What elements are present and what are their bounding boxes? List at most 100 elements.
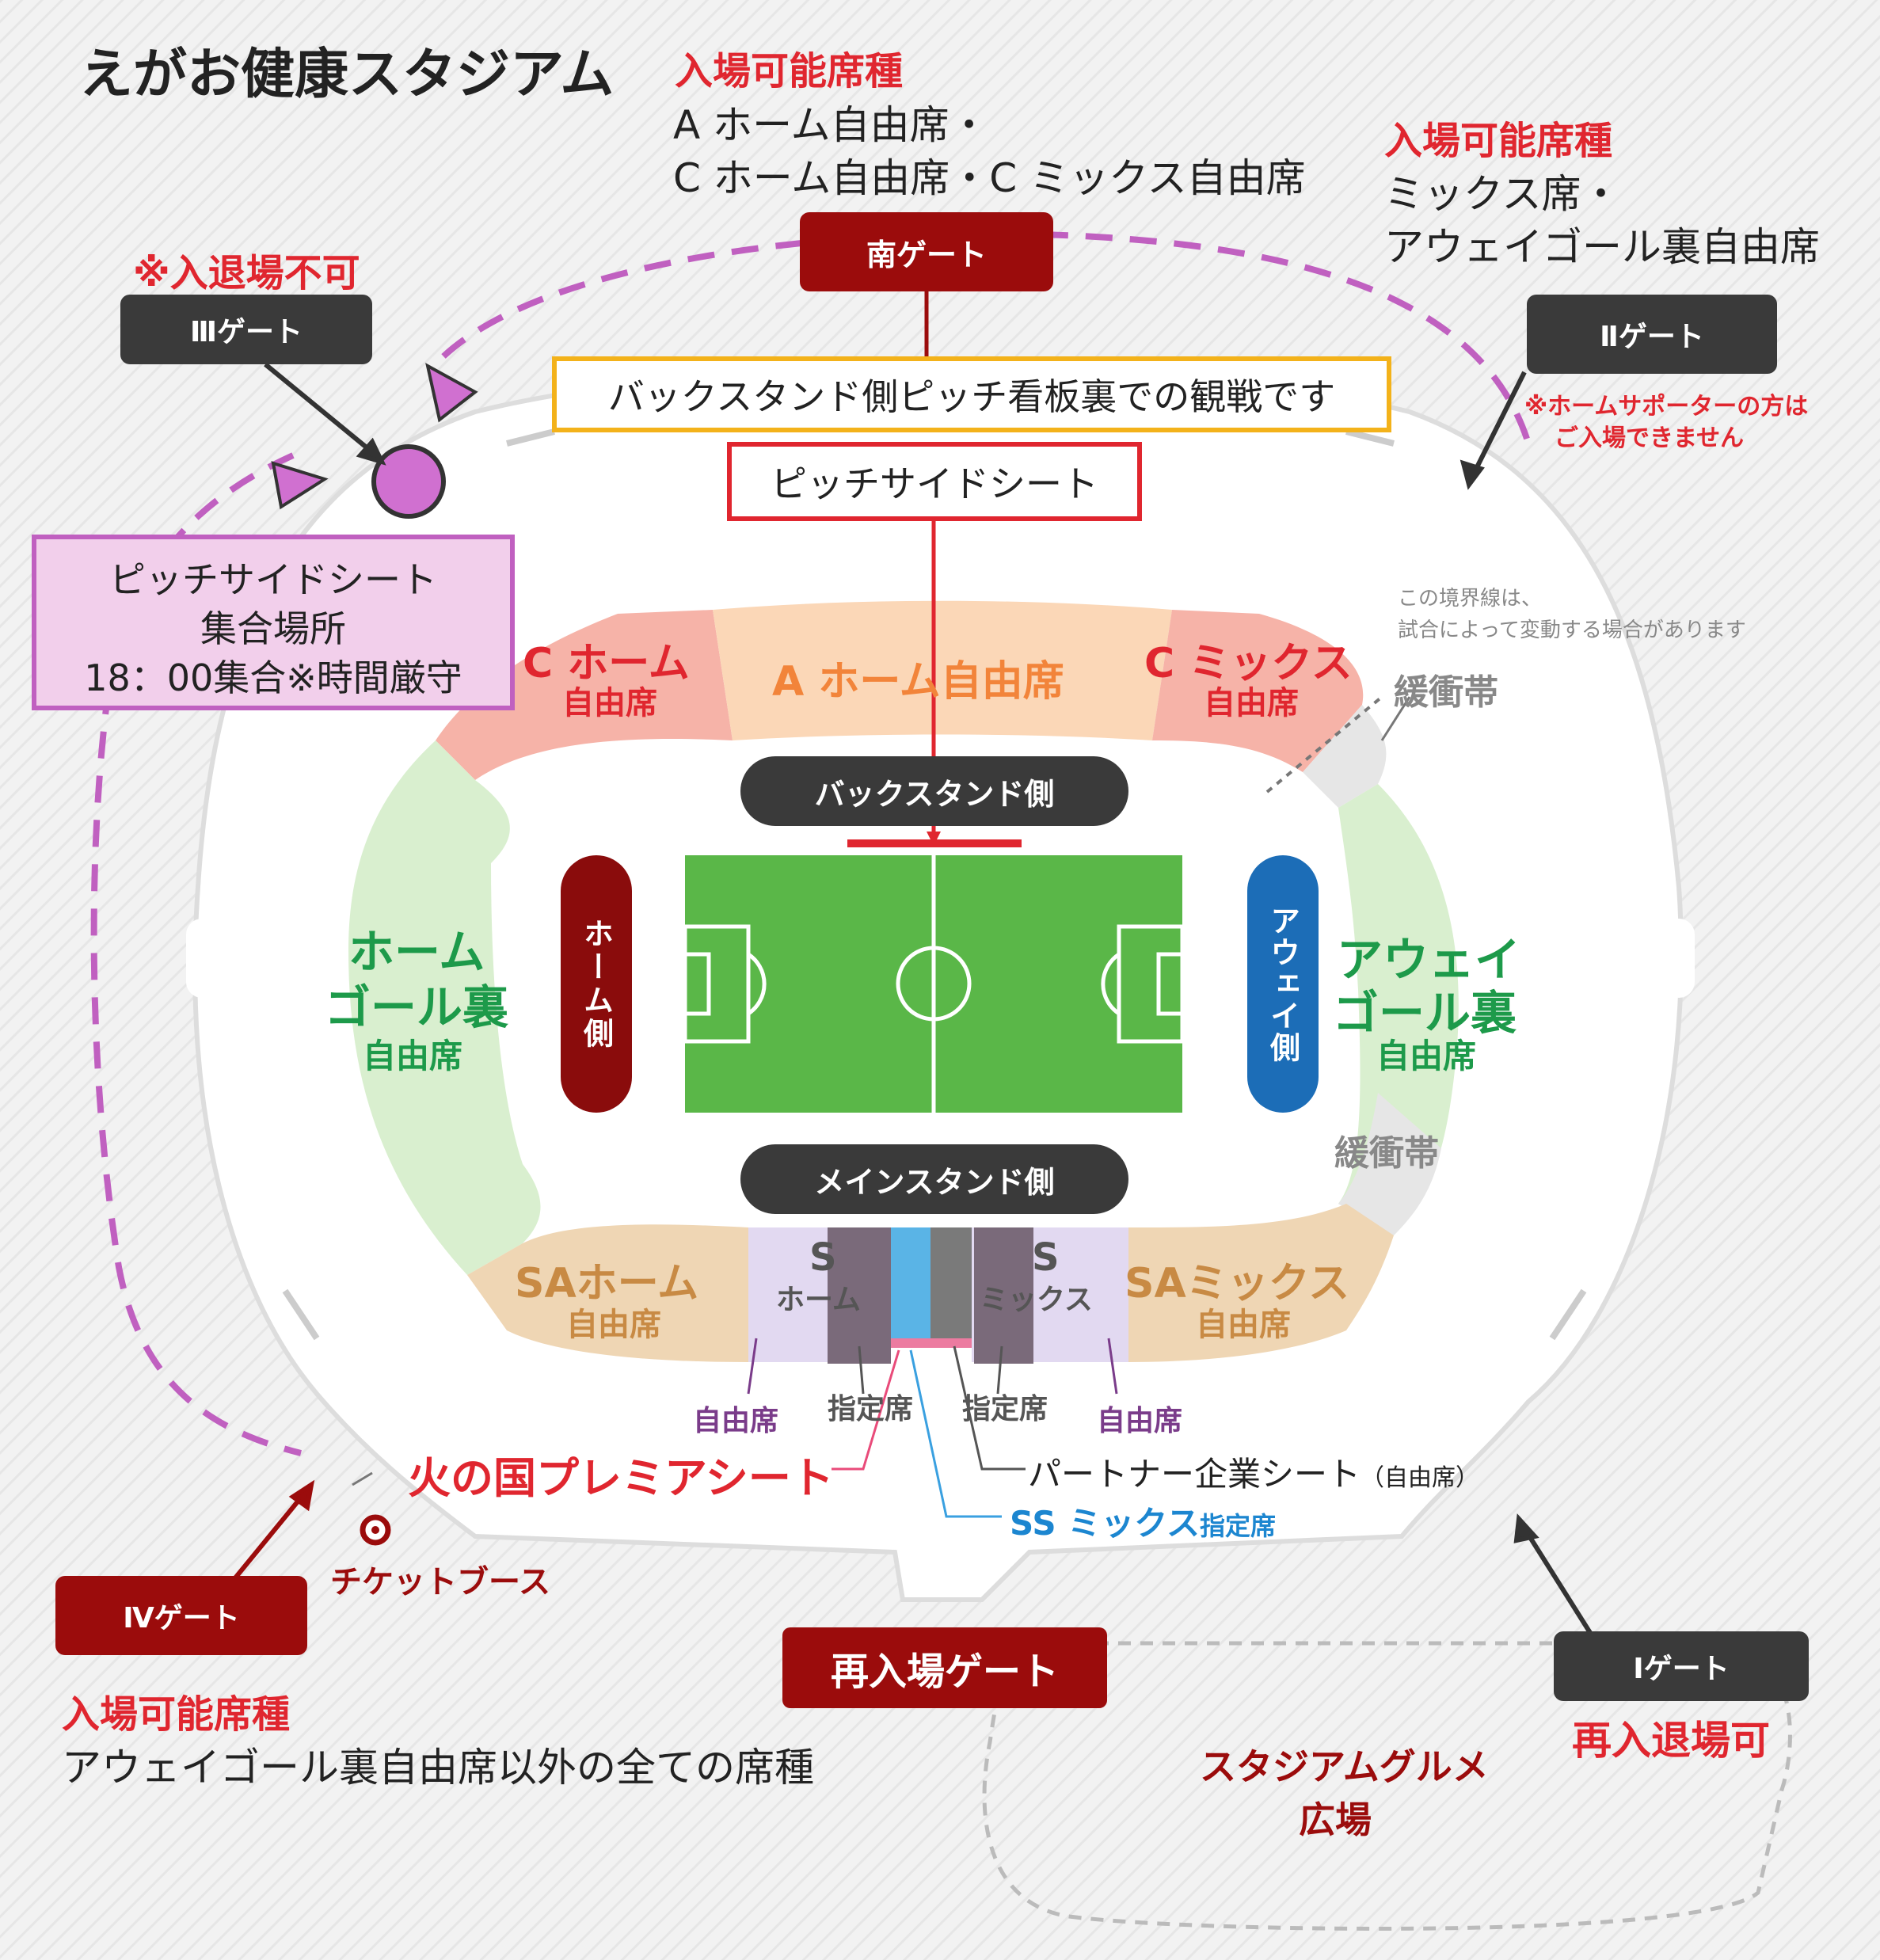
section-sa-home [467,1224,748,1362]
premier-seat [891,1338,972,1348]
gate4-button[interactable]: Ⅳゲート [55,1576,307,1655]
gate2-allowed-1: ミックス席・ [1384,171,1621,217]
home-side-pill: ホーム側 [561,855,632,1113]
gate4-arrow [231,1479,315,1581]
gourmet-label-1: スタジアムグルメ [1200,1745,1489,1788]
s-home-label-1: S [809,1235,837,1280]
s-mix-reserved [974,1227,1033,1364]
away-goal-label-1: アウェイ [1337,933,1521,987]
stadium-bump-right [1663,919,1695,998]
sa-home-label-2: 自由席 [566,1307,661,1343]
c-home-label-2: 自由席 [562,685,657,721]
s-mix-label-2: ミックス [980,1284,1093,1316]
reentry-gate-button[interactable]: 再入場ゲート [782,1627,1107,1708]
meeting-line-2: 集合場所 [200,607,346,650]
c-mix-label-2: 自由席 [1204,685,1299,721]
ss-mix-name: SS ミックス [1010,1504,1200,1543]
gate4-label: Ⅳゲート [123,1602,240,1635]
outline-tick [1549,1288,1587,1341]
meeting-point-box: ピッチサイドシート 集合場所 18：00集合※時間厳守 [32,535,515,710]
pitchside-banner: バックスタンド側ピッチ看板裏での観戦です [552,356,1391,432]
sa-mix-label-1: SAミックス [1125,1260,1350,1307]
south-gate-button[interactable]: 南ゲート [800,212,1053,291]
home-side-label: ホーム側 [578,917,614,1051]
buffer-top [1303,705,1387,808]
s-home-label-2: ホーム [776,1284,861,1316]
gate2-note-1: ※ホームサポーターの方は [1524,393,1809,421]
stadium-bump-left [186,919,218,998]
sa-mix-label-2: 自由席 [1196,1307,1291,1343]
main-stand-pill: メインスタンド側 [740,1144,1128,1214]
partner-seat-note: （自由席） [1361,1464,1480,1492]
partner-seat-name: パートナー企業シート [1028,1455,1361,1494]
c-mix-label-1: C ミックス [1144,640,1353,687]
callout-reserved-right: 指定席 [962,1393,1048,1425]
boundary-note-2: 試合によって変動する場合があります [1398,618,1746,642]
gate1-label: Ⅰゲート [1633,1653,1730,1685]
outline-tick [506,428,555,447]
home-goal-label-1: ホーム [348,925,485,979]
gate4-heading: 入場可能席種 [62,1692,291,1737]
back-stand-pill: バックスタンド側 [740,756,1128,826]
south-gate-heading: 入場可能席種 [675,49,904,93]
s-home-reserved [828,1227,891,1364]
section-home-goal [348,740,541,1275]
buffer-label-bottom: 緩衝帯 [1334,1133,1439,1174]
reentry-gate-label: 再入場ゲート [830,1650,1059,1694]
meeting-line-3: 18：00集合※時間厳守 [84,657,462,699]
route-arrow [425,363,478,423]
a-home-label: A ホーム自由席 [772,658,1064,706]
callout-free-left: 自由席 [693,1405,779,1437]
pitch-lines [683,855,1185,1113]
away-side-pill: アウェイ側 [1247,855,1319,1113]
c-home-label-1: C ホーム [523,640,690,687]
pitchside-connector-head [927,832,941,846]
section-a-home [713,600,1172,740]
away-goal-label-3: 自由席 [1376,1037,1477,1075]
callout-reserved-left: 指定席 [828,1393,914,1425]
gate3-button[interactable]: Ⅲゲート [120,295,372,364]
route-arrow [271,461,329,510]
gate3-note: ※入退場不可 [133,251,360,295]
partner-seat [930,1227,972,1338]
gate-arrows [264,362,1594,1637]
callout-free-right: 自由席 [1097,1405,1183,1437]
section-sa-mix [1128,1204,1394,1362]
outline-tick [282,1288,320,1341]
ss-mix-reserved [891,1227,930,1338]
away-goal-label-2: ゴール裏 [1333,986,1517,1040]
gate3-label: Ⅲゲート [189,316,303,348]
sa-home-label-1: SAホーム [515,1260,699,1307]
premier-seat-label: 火の国プレミアシート [408,1453,834,1503]
gourmet-area [982,1641,1792,1931]
section-c-home [436,610,733,780]
ss-mix-label: SS ミックス指定席 [1010,1497,1276,1545]
gate2-allowed-2: アウェイゴール裏自由席 [1384,224,1820,270]
gate2-button[interactable]: Ⅱゲート [1527,295,1777,374]
ss-mix-note: 指定席 [1199,1511,1276,1541]
home-goal-label-2: ゴール裏 [325,980,509,1034]
callout-lines [352,696,1411,1518]
gate4-allowed-1: アウェイゴール裏自由席以外の全ての席種 [62,1745,814,1791]
gate2-heading: 入場可能席種 [1384,119,1613,163]
gate2-note-2: ご入場できません [1555,424,1745,452]
ticket-booth-label: チケットブース [330,1564,550,1600]
back-stand-label: バックスタンド側 [814,776,1055,812]
pitchside-banner-text: バックスタンド側ピッチ看板裏での観戦です [607,375,1336,418]
boundary-note-1: この境界線は、 [1398,587,1543,611]
gate1-note: 再入退場可 [1572,1718,1770,1764]
home-goal-label-3: 自由席 [363,1037,463,1075]
meeting-line-1: ピッチサイドシート [109,558,437,601]
section-away-goal [1338,784,1459,1235]
gate2-label: Ⅱゲート [1600,321,1704,353]
south-gate-label: 南ゲート [866,237,987,272]
page-title: えがお健康スタジアム [79,44,615,106]
meeting-point [371,444,446,519]
partner-seat-label: パートナー企業シート（自由席） [1028,1448,1479,1496]
gourmet-label-2: 広場 [1299,1798,1372,1841]
pitchside-seat-text: ピッチサイドシート [771,462,1098,505]
away-side-label: アウェイ側 [1265,904,1300,1064]
gate1-button[interactable]: Ⅰゲート [1554,1631,1809,1701]
buffer-label-top: 緩衝帯 [1394,672,1498,713]
